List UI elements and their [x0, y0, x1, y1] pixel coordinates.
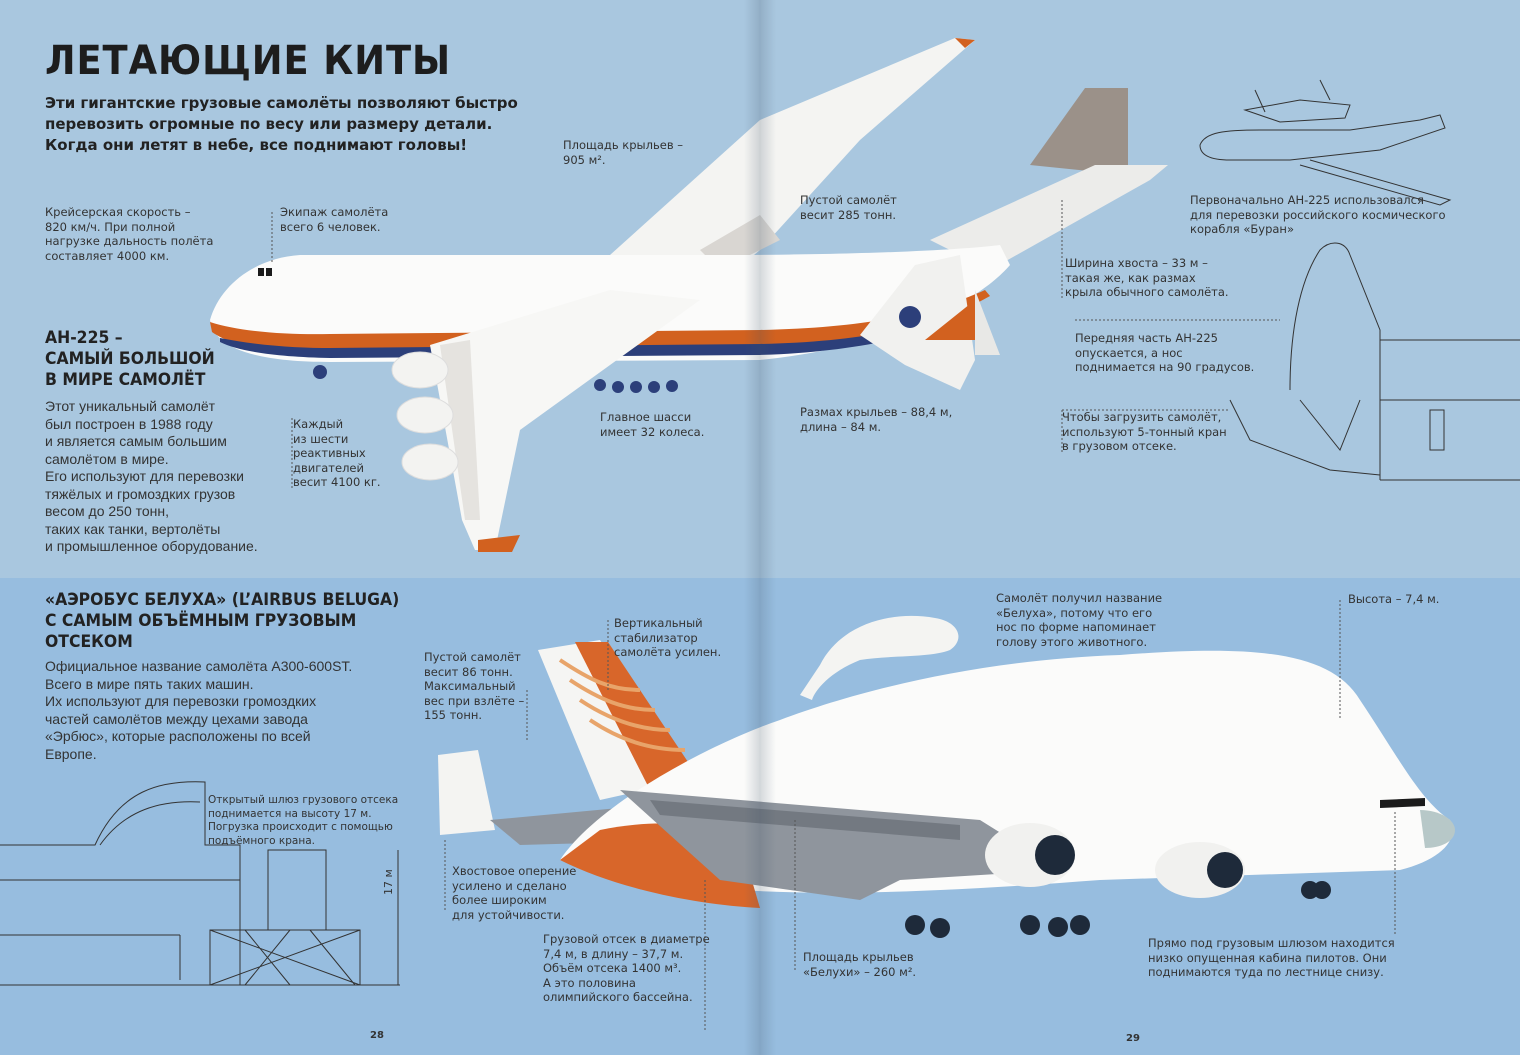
an225-crew-note: Экипаж самолёта всего 6 человек. [280, 205, 389, 234]
page-title: ЛЕТАЮЩИЕ КИТЫ [45, 38, 452, 84]
lead-paragraph: Эти гигантские грузовые самолёты позволя… [45, 94, 518, 154]
page-number-left: 28 [370, 1030, 384, 1041]
beluga-17m-label: 17 м [382, 869, 395, 895]
an225-nose-diagram [1229, 242, 1520, 481]
beluga-tail-note: Хвостовое оперение усилено и сделано бол… [452, 864, 577, 922]
beluga-name-note: Самолёт получил название «Белуха», потом… [996, 591, 1163, 649]
beluga-hatch-diagram [0, 781, 400, 986]
an225-buran-note: Первоначально АН-225 использовался для п… [1190, 193, 1446, 236]
beluga-heading: «АЭРОБУС БЕЛУХА» (L’AIRBUS BELUGA) С САМ… [45, 590, 400, 652]
beluga-body: Официальное название самолёта А300-600ST… [45, 658, 353, 762]
an225-gear-note: Главное шасси имеет 32 колеса. [600, 410, 705, 439]
page-number-right: 29 [1126, 1033, 1140, 1044]
an225-tail-note: Ширина хвоста – 33 м – такая же, как раз… [1065, 256, 1229, 299]
beluga-cargo-note: Грузовой отсек в диаметре 7,4 м, в длину… [543, 932, 710, 1004]
an225-empty-weight-note: Пустой самолёт весит 285 тонн. [800, 193, 897, 222]
beluga-cockpit-note: Прямо под грузовым шлюзом находится низк… [1148, 936, 1395, 979]
beluga-empty-weight-note: Пустой самолёт весит 86 тонн. Максимальн… [424, 650, 525, 722]
an225-engines-note: Каждый из шести реактивных двигателей ве… [293, 417, 381, 489]
beluga-stabilizer-note: Вертикальный стабилизатор самолёта усиле… [614, 616, 722, 659]
an225-speed-note: Крейсерская скорость – 820 км/ч. При пол… [45, 205, 214, 263]
an225-heading: АН-225 – САМЫЙ БОЛЬШОЙ В МИРЕ САМОЛЁТ [45, 328, 215, 390]
an225-span-note: Размах крыльев – 88,4 м, длина – 84 м. [800, 405, 953, 434]
an225-crane-note: Чтобы загрузить самолёт, используют 5-то… [1062, 410, 1227, 453]
beluga-illustration [438, 615, 1455, 938]
beluga-hatch-note: Открытый шлюз грузового отсека поднимает… [208, 794, 399, 847]
buran-sketch [1199, 79, 1452, 206]
an225-wing-area-note: Площадь крыльев – 905 м². [563, 138, 684, 167]
book-gutter [744, 0, 776, 1055]
an225-nose-note: Передняя часть АН-225 опускается, а нос … [1075, 331, 1255, 374]
beluga-wing-note: Площадь крыльев «Белухи» – 260 м². [803, 950, 917, 979]
an225-body: Этот уникальный самолёт был построен в 1… [45, 398, 258, 554]
beluga-height-note: Высота – 7,4 м. [1348, 592, 1440, 606]
an225-illustration [210, 38, 1168, 552]
